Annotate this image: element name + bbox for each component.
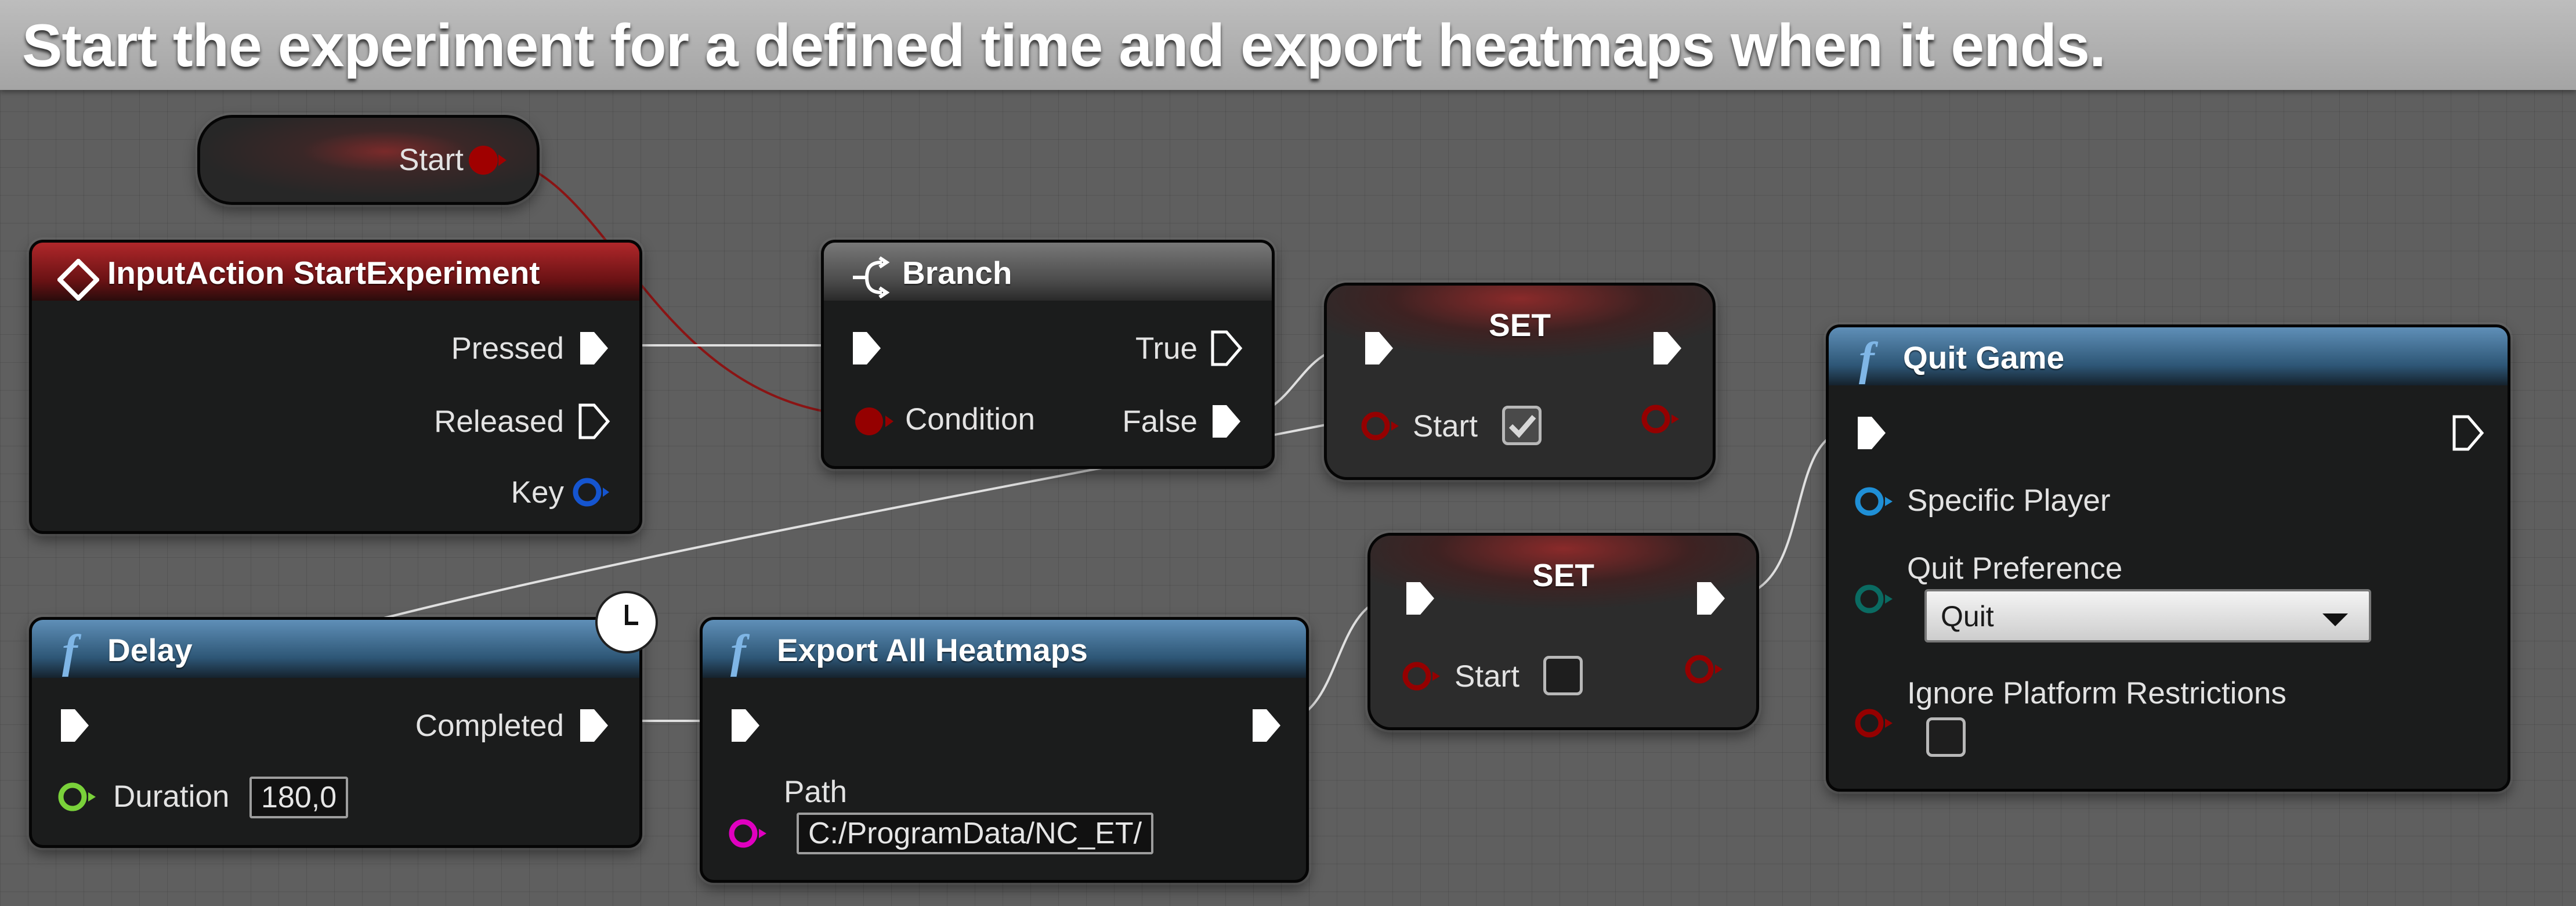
set-false-start-checkbox[interactable] xyxy=(1543,656,1583,695)
delay-title: Delay xyxy=(107,632,193,668)
input-action-node[interactable]: InputAction StartExperiment Pressed Rele… xyxy=(29,240,642,534)
function-icon: f xyxy=(730,626,746,677)
quit-game-node[interactable]: f Quit Game Specific Player Quit Prefere… xyxy=(1826,324,2510,792)
export-heatmaps-node[interactable]: f Export All Heatmaps Path C:/ProgramDat… xyxy=(700,617,1309,883)
branch-exec-in-pin[interactable] xyxy=(849,330,883,367)
chevron-down-icon xyxy=(2322,613,2348,626)
clock-icon xyxy=(595,591,658,654)
delay-header xyxy=(32,620,639,678)
specific-player-label: Specific Player xyxy=(1907,483,2111,518)
key-struct-pin[interactable] xyxy=(571,475,613,510)
start-variable-label: Start xyxy=(399,143,464,177)
delay-node[interactable]: f Delay Completed Duration 180,0 xyxy=(29,591,658,848)
released-pin-label: Released xyxy=(434,405,564,439)
quit-preference-value: Quit xyxy=(1941,600,1994,633)
function-icon: f xyxy=(1859,334,1875,385)
condition-bool-pin[interactable] xyxy=(853,404,897,439)
set-false-start-label: Start xyxy=(1455,659,1519,694)
export-exec-out-pin[interactable] xyxy=(1249,707,1283,744)
set-start-true-title: SET xyxy=(1489,307,1551,343)
true-exec-pin[interactable] xyxy=(1209,330,1243,367)
path-pin-label: Path xyxy=(784,775,848,809)
wire-start-to-condition[interactable] xyxy=(497,157,868,418)
quit-exec-out-pin[interactable] xyxy=(2451,414,2484,452)
set-true-exec-out-pin[interactable] xyxy=(1650,330,1684,367)
diamond-event-icon xyxy=(57,259,99,301)
branch-header xyxy=(824,243,1272,301)
banner-title: Start the experiment for a defined time … xyxy=(22,12,2106,80)
set-true-start-checkbox[interactable] xyxy=(1502,406,1542,445)
export-heatmaps-title: Export All Heatmaps xyxy=(777,632,1088,668)
start-output-pin[interactable] xyxy=(467,144,509,176)
export-heatmaps-header xyxy=(703,620,1306,678)
set-start-true-header xyxy=(1327,286,1713,373)
set-true-start-label: Start xyxy=(1413,409,1478,443)
ignore-platform-pin[interactable] xyxy=(1853,706,1897,741)
set-start-false-node[interactable]: SET Start xyxy=(1367,533,1759,730)
path-string-pin[interactable] xyxy=(727,816,771,851)
pressed-pin-label: Pressed xyxy=(451,331,564,366)
set-start-false-title: SET xyxy=(1532,557,1594,593)
ignore-platform-label: Ignore Platform Restrictions xyxy=(1907,676,2286,710)
duration-input[interactable]: 180,0 xyxy=(249,777,349,818)
released-exec-pin[interactable] xyxy=(577,403,610,440)
false-exec-pin[interactable] xyxy=(1209,403,1243,440)
branch-title: Branch xyxy=(902,255,1012,291)
set-true-start-out-pin[interactable] xyxy=(1640,402,1684,436)
completed-pin-label: Completed xyxy=(415,709,564,743)
input-action-header xyxy=(32,243,639,301)
set-start-true-node[interactable]: SET Start xyxy=(1324,283,1716,480)
path-input[interactable]: C:/ProgramData/NC_ET/ xyxy=(797,813,1154,854)
quit-exec-in-pin[interactable] xyxy=(1854,414,1888,452)
quit-preference-dropdown[interactable]: Quit xyxy=(1924,589,2371,642)
duration-pin-label: Duration xyxy=(113,779,230,814)
set-false-start-out-pin[interactable] xyxy=(1683,652,1727,687)
set-false-start-in-pin[interactable] xyxy=(1401,659,1445,694)
set-true-exec-in-pin[interactable] xyxy=(1362,330,1395,367)
quit-game-header xyxy=(1829,327,2508,385)
checkmark-icon xyxy=(1508,415,1536,438)
branch-icon xyxy=(853,257,890,298)
comment-banner: Start the experiment for a defined time … xyxy=(0,0,2576,90)
quit-game-title: Quit Game xyxy=(1903,340,2065,376)
quit-preference-pin[interactable] xyxy=(1853,582,1897,616)
set-true-start-in-pin[interactable] xyxy=(1359,409,1403,443)
pressed-exec-pin[interactable] xyxy=(577,330,610,367)
condition-pin-label: Condition xyxy=(905,402,1035,436)
branch-node[interactable]: Branch True Condition False xyxy=(821,240,1275,469)
specific-player-pin[interactable] xyxy=(1853,484,1897,519)
quit-preference-label: Quit Preference xyxy=(1907,551,2123,586)
set-false-exec-out-pin[interactable] xyxy=(1694,580,1727,617)
function-icon: f xyxy=(62,626,78,677)
set-false-exec-in-pin[interactable] xyxy=(1403,580,1437,617)
set-start-false-header xyxy=(1370,536,1756,623)
true-pin-label: True xyxy=(1135,331,1197,366)
false-pin-label: False xyxy=(1122,405,1197,439)
completed-exec-pin[interactable] xyxy=(577,707,610,744)
ignore-platform-checkbox[interactable] xyxy=(1926,717,1966,757)
duration-float-pin[interactable] xyxy=(56,779,100,814)
export-exec-in-pin[interactable] xyxy=(728,707,762,744)
start-variable-node[interactable]: Start xyxy=(197,115,540,205)
input-action-title: InputAction StartExperiment xyxy=(107,255,540,291)
key-pin-label: Key xyxy=(511,475,564,510)
delay-exec-in-pin[interactable] xyxy=(57,707,91,744)
